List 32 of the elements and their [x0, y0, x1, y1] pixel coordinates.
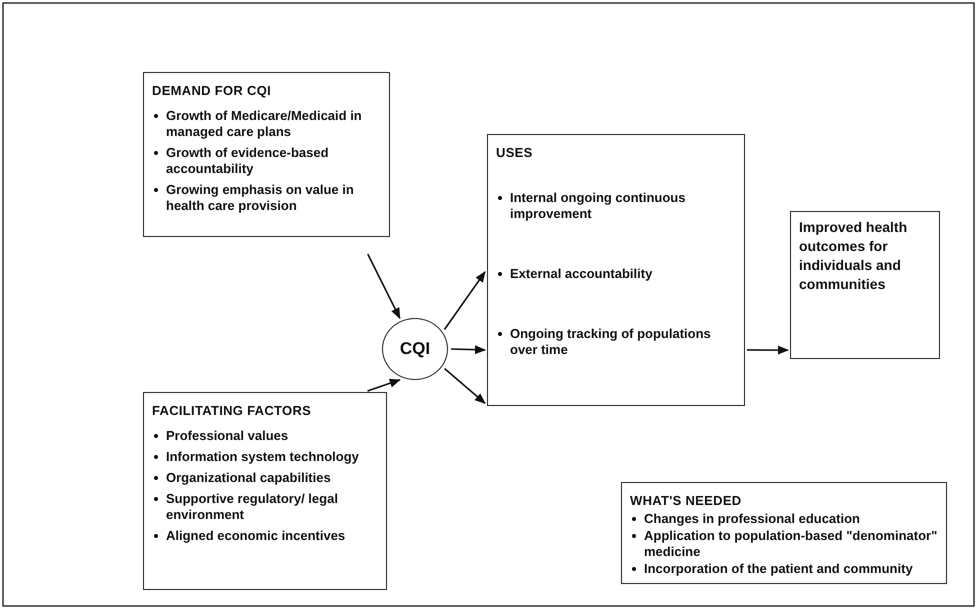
bullet-text: Information system technology: [166, 449, 360, 465]
bullet-text: Professional values: [166, 428, 290, 444]
box-text: Improved health outcomes for individuals and communities: [799, 219, 908, 292]
node-label: CQI: [400, 339, 430, 359]
text-box: [143, 72, 390, 237]
bullet-text: Ongoing tracking of populations over time: [510, 326, 712, 358]
bullet-text: External accountability: [510, 266, 654, 282]
arrow: [450, 345, 486, 354]
bullet-text: Supportive regulatory/ legal environment: [166, 491, 339, 523]
text-box: [621, 482, 947, 584]
bullet-text: Growing emphasis on value in health care provision: [166, 182, 355, 214]
bullet-text: Growth of evidence-based accountability: [166, 145, 330, 177]
arrow: [367, 378, 401, 392]
cqi-ellipse: [382, 318, 448, 380]
bullet-text: Growth of Medicare/Medicaid in managed care plans: [166, 108, 363, 140]
text-box: [790, 211, 940, 359]
box-heading: FACILITATING FACTORS: [152, 403, 312, 418]
text-box: [143, 392, 387, 590]
bullet-text: Application to population-based "denominator" medicine: [644, 528, 938, 560]
box-heading: USES: [496, 145, 534, 160]
bullet-text: Internal ongoing continuous improvement: [510, 190, 686, 222]
text-box: [487, 134, 745, 406]
arrow: [444, 368, 486, 404]
bullet-text: Incorporation of the patient and community: [644, 561, 914, 577]
bullet-text: Aligned economic incentives: [166, 528, 346, 544]
arrow: [444, 271, 486, 330]
arrow: [367, 254, 400, 320]
box-heading: WHAT'S NEEDED: [630, 493, 742, 508]
bullet-text: Changes in professional education: [644, 511, 861, 527]
bullet-text: Organizational capabilities: [166, 470, 332, 486]
arrow: [747, 346, 790, 355]
box-heading: DEMAND FOR CQI: [152, 83, 272, 98]
